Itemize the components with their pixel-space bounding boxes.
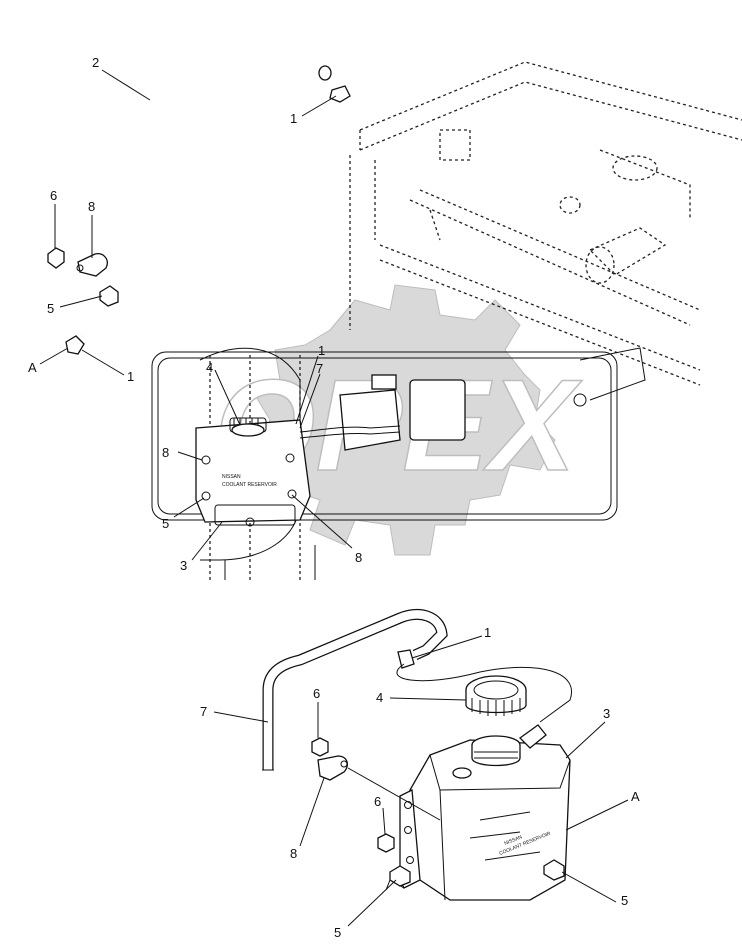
callout-top-1a: 1 [290, 111, 297, 126]
callout-top-6: 6 [50, 188, 57, 203]
callout-bot-7: 7 [200, 704, 207, 719]
callout-top-1b: 1 [127, 369, 134, 384]
bottom-clamp-1 [396, 649, 572, 723]
callout-mid-5: 5 [162, 516, 169, 531]
callout-bot-3: 3 [603, 706, 610, 721]
callout-top-5a: 5 [47, 301, 54, 316]
bottom-cap-4 [465, 675, 527, 716]
top-clip-8 [76, 253, 108, 277]
bottom-clip-8 [317, 755, 441, 821]
callout-mid-4: 4 [206, 360, 213, 375]
callout-mid-1: 1 [318, 343, 325, 358]
callout-bot-A: A [631, 789, 640, 804]
callout-top-A: A [28, 360, 37, 375]
callout-bot-8: 8 [290, 846, 297, 861]
callout-mid-7: 7 [316, 361, 323, 376]
mid-tank-label-1: NISSAN [222, 474, 241, 480]
bottom-tank-3: NISSAN COOLANT RESERVOIR [385, 724, 571, 901]
bottom-bolt-5b [543, 859, 565, 881]
callout-top-2: 2 [92, 55, 99, 70]
middle-callouts: 4 1 7 8 5 3 8 [162, 343, 362, 573]
top-bolt-5 [99, 285, 119, 307]
callout-mid-8b: 8 [355, 550, 362, 565]
callout-bot-6a: 6 [313, 686, 320, 701]
callout-bot-5a: 5 [334, 925, 341, 940]
bottom-nut-6b [377, 833, 395, 853]
bottom-nut-6a [311, 737, 329, 757]
callout-bot-5b: 5 [621, 893, 628, 908]
bottom-hose [262, 609, 448, 771]
callout-top-8a: 8 [88, 199, 95, 214]
top-clamp-A [65, 335, 85, 355]
callout-mid-3: 3 [180, 558, 187, 573]
mid-tank-label-2: COOLANT RESERVOIR [222, 482, 277, 488]
callout-bot-6b: 6 [374, 794, 381, 809]
machine-frame [349, 61, 742, 386]
callout-mid-8a: 8 [162, 445, 169, 460]
callout-bot-4: 4 [376, 690, 383, 705]
middle-assembly: NISSAN COOLANT RESERVOIR [151, 347, 646, 580]
top-clamp-1 [329, 85, 351, 103]
callout-bot-1: 1 [484, 625, 491, 640]
top-nut-6 [47, 247, 65, 269]
bottom-callouts: 1 7 4 3 6 A 6 8 5 5 [200, 625, 640, 940]
top-hose [79, 4, 332, 340]
top-callouts: 2 1 6 8 5 A 1 [28, 55, 337, 384]
